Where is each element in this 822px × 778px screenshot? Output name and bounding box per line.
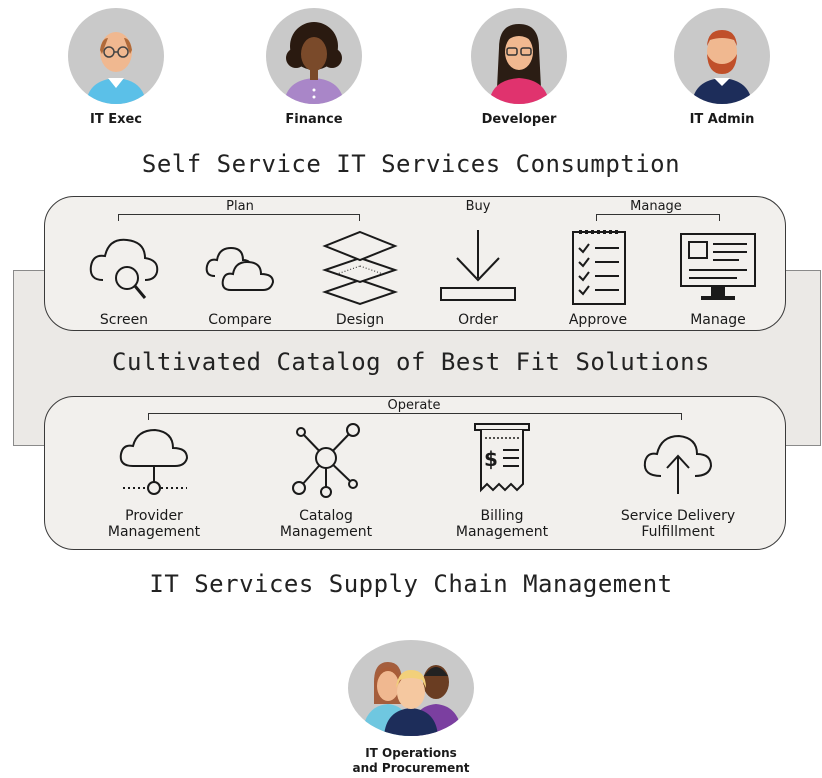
persona-it-admin: IT Admin <box>662 8 782 127</box>
tool-provider-management[interactable]: Provider Management <box>94 420 214 540</box>
invoice-icon: $ <box>474 423 530 493</box>
operate-bracket <box>148 413 682 420</box>
tool-design[interactable]: Design <box>310 226 410 328</box>
team-label-line1: IT Operations <box>365 746 457 760</box>
it-admin-avatar-icon <box>674 8 770 104</box>
persona-label: Finance <box>285 112 343 127</box>
tool-label-line2: Management <box>107 524 201 540</box>
persona-label: IT Exec <box>89 112 143 127</box>
checklist-icon <box>572 230 626 305</box>
tool-compare[interactable]: Compare <box>190 226 290 328</box>
supply-heading: IT Services Supply Chain Management <box>149 570 673 598</box>
tool-label: Compare <box>208 312 272 328</box>
tool-label: Design <box>335 312 385 328</box>
it-exec-avatar-icon <box>68 8 164 104</box>
finance-avatar-icon <box>266 8 362 104</box>
tool-label-line2: Management <box>279 524 373 540</box>
it-operations-team-icon <box>348 640 474 736</box>
group-label-buy: Buy <box>465 199 491 214</box>
layers-icon <box>321 230 399 306</box>
tool-label: Approve <box>568 312 628 328</box>
cloud-provider-icon <box>119 428 189 495</box>
tool-label-line2: Management <box>455 524 549 540</box>
persona-label: Developer <box>481 112 557 127</box>
plan-bracket <box>118 214 360 221</box>
cloud-search-icon <box>89 238 159 299</box>
persona-it-exec: IT Exec <box>56 8 176 127</box>
tool-label-line1: Billing <box>480 508 524 524</box>
download-tray-icon <box>440 230 516 301</box>
clouds-icon <box>205 246 275 291</box>
catalog-heading: Cultivated Catalog of Best Fit Solutions <box>112 348 710 376</box>
developer-avatar-icon <box>471 8 567 104</box>
consumption-heading: Self Service IT Services Consumption <box>141 150 681 178</box>
group-label-manage: Manage <box>630 199 682 214</box>
team-label-line2: and Procurement <box>352 761 470 775</box>
group-label-operate: Operate <box>387 398 441 413</box>
persona-finance: Finance <box>254 8 374 127</box>
monitor-icon <box>680 233 756 300</box>
tool-order[interactable]: Order <box>428 226 528 328</box>
persona-developer: Developer <box>459 8 579 127</box>
svg-text:$: $ <box>484 447 498 471</box>
tool-manage[interactable]: Manage <box>668 226 768 328</box>
cloud-upload-icon <box>643 434 713 494</box>
tool-label-line2: Fulfillment <box>641 524 715 540</box>
tool-label: Order <box>458 312 498 328</box>
tool-screen[interactable]: Screen <box>74 226 174 328</box>
tool-billing-management[interactable]: $ Billing Management <box>442 420 562 540</box>
persona-label: IT Admin <box>689 112 755 127</box>
team-label: IT Operations and Procurement <box>300 746 522 776</box>
supply-panel <box>44 396 786 550</box>
group-label-plan: Plan <box>226 199 254 214</box>
tool-label: Screen <box>99 312 149 328</box>
network-hub-icon <box>292 423 360 498</box>
consumption-panel <box>44 196 786 331</box>
tool-label-line1: Provider <box>125 508 183 524</box>
tool-service-delivery[interactable]: Service Delivery Fulfillment <box>608 420 748 540</box>
tool-catalog-management[interactable]: Catalog Management <box>266 420 386 540</box>
tool-label: Manage <box>690 312 746 328</box>
manage-bracket <box>596 214 720 221</box>
tool-label-line1: Catalog <box>299 508 353 524</box>
tool-label-line1: Service Delivery <box>620 508 736 524</box>
tool-approve[interactable]: Approve <box>548 226 648 328</box>
